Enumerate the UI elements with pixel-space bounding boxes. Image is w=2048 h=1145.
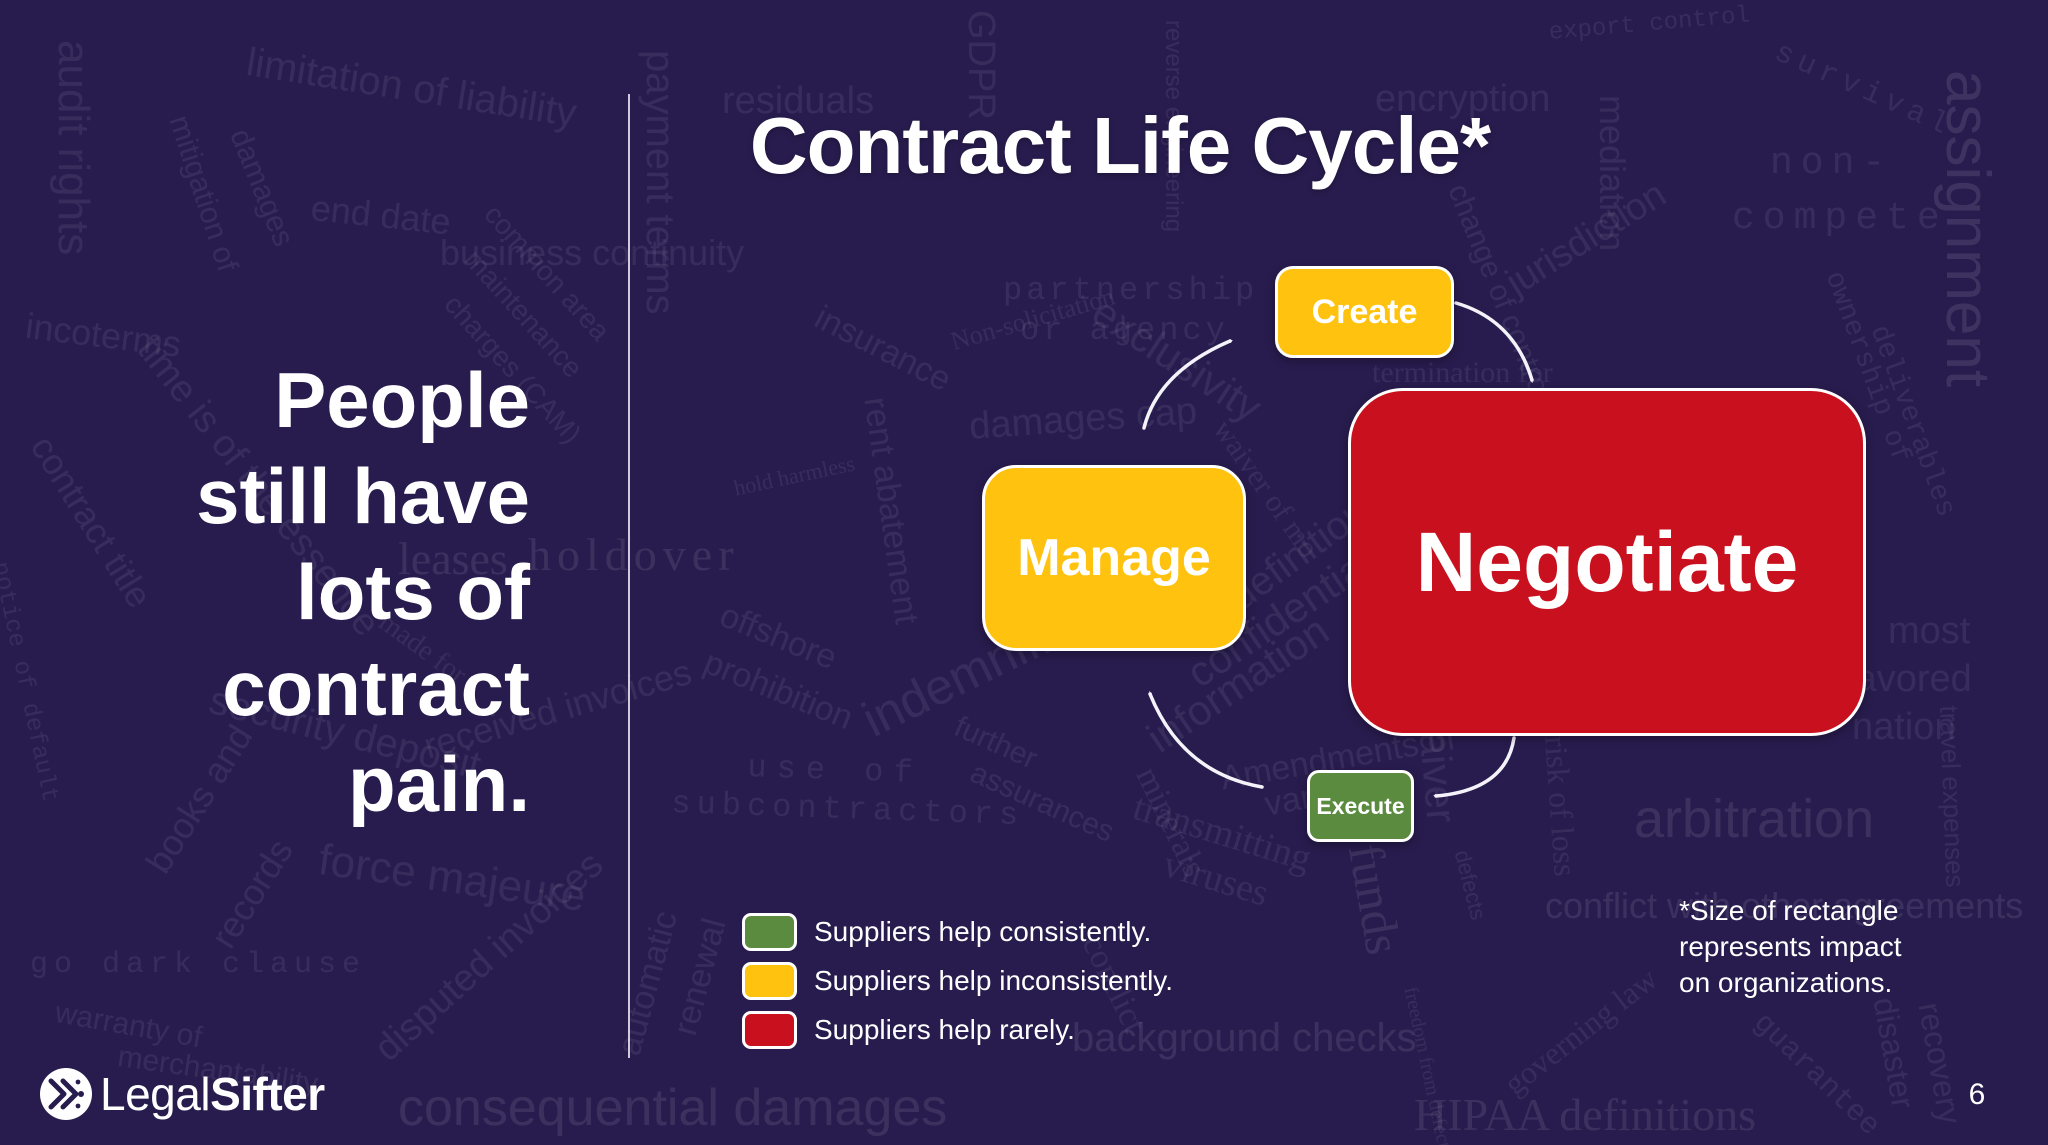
watermark-word: favored xyxy=(1845,658,1972,700)
footnote-line: represents impact xyxy=(1679,931,1902,962)
legend-row: Suppliers help consistently. xyxy=(742,913,1173,951)
arrow-negotiate-to-execute xyxy=(1436,736,1516,796)
footnote-line: *Size of rectangle xyxy=(1679,895,1899,926)
headline-line: lots of xyxy=(296,548,530,636)
watermark-word: leases xyxy=(398,533,508,584)
footnote-line: on organizations. xyxy=(1679,967,1893,998)
vertical-divider xyxy=(628,94,630,1058)
logo: LegalSifter xyxy=(38,1066,325,1122)
stage-manage: Manage xyxy=(982,465,1246,651)
watermark-word: background checks xyxy=(1072,1016,1417,1060)
watermark-word: business continuity xyxy=(440,232,745,273)
stage-create-label: Create xyxy=(1311,292,1418,331)
arrow-manage-to-create xyxy=(1142,341,1230,430)
logo-word-legal: Legal xyxy=(100,1068,211,1120)
stage-execute: Execute xyxy=(1307,770,1414,842)
watermark-word: conflict with other agreements xyxy=(1545,885,2024,926)
legend-label: Suppliers help inconsistently. xyxy=(814,965,1174,996)
watermark-word: or agency xyxy=(1020,312,1229,349)
stage-execute-label: Execute xyxy=(1316,792,1405,819)
watermark-word: consequential damages xyxy=(398,1079,948,1137)
footnote: *Size of rectangle represents impact on … xyxy=(1679,893,2039,1001)
headline-line: contract xyxy=(222,644,530,732)
headline-line: People xyxy=(274,356,530,444)
stage-negotiate: Negotiate xyxy=(1348,388,1866,736)
stage-create: Create xyxy=(1275,266,1454,358)
watermark-word: holdover xyxy=(528,529,740,580)
legend-label: Suppliers help rarely. xyxy=(814,1014,1075,1045)
legend-swatch-green xyxy=(742,913,797,951)
watermark-word: nation xyxy=(1852,706,1956,748)
legalsifter-circuit-icon xyxy=(40,1068,92,1120)
watermark-word: go dark clause xyxy=(30,948,367,982)
watermark-word: arbitration xyxy=(1634,789,1875,849)
page-title: Contract Life Cycle* xyxy=(749,101,1491,190)
stage-negotiate-label: Negotiate xyxy=(1415,514,1799,609)
watermark-word: non- xyxy=(1770,142,1894,185)
stage-manage-label: Manage xyxy=(1017,529,1211,587)
headline-line: still have xyxy=(196,452,530,540)
arrow-execute-to-manage xyxy=(1150,694,1264,789)
logo-word-sifter: Sifter xyxy=(210,1068,325,1120)
legend-swatch-yellow xyxy=(742,962,797,1000)
watermark-word: partnership xyxy=(1003,272,1259,309)
watermark-word: residuals xyxy=(722,80,875,122)
watermark-word: most xyxy=(1888,610,1971,652)
watermark-word: compete xyxy=(1732,197,1948,240)
legend-swatch-red xyxy=(742,1011,797,1049)
legend-row: Suppliers help rarely. xyxy=(742,1011,1173,1049)
arrow-create-to-negotiate xyxy=(1454,301,1532,380)
logo-text: LegalSifter xyxy=(100,1067,325,1121)
legend-label: Suppliers help consistently. xyxy=(814,916,1152,947)
headline: People still have lots of contract pain. xyxy=(60,352,530,832)
headline-line: pain. xyxy=(347,740,530,828)
legend: Suppliers help consistently. Suppliers h… xyxy=(742,913,1173,1060)
legend-row: Suppliers help inconsistently. xyxy=(742,962,1173,1000)
page-number: 6 xyxy=(1968,1078,1986,1111)
watermark-word: encryption xyxy=(1375,78,1551,120)
watermark-word: HIPAA definitions xyxy=(1414,1089,1757,1140)
